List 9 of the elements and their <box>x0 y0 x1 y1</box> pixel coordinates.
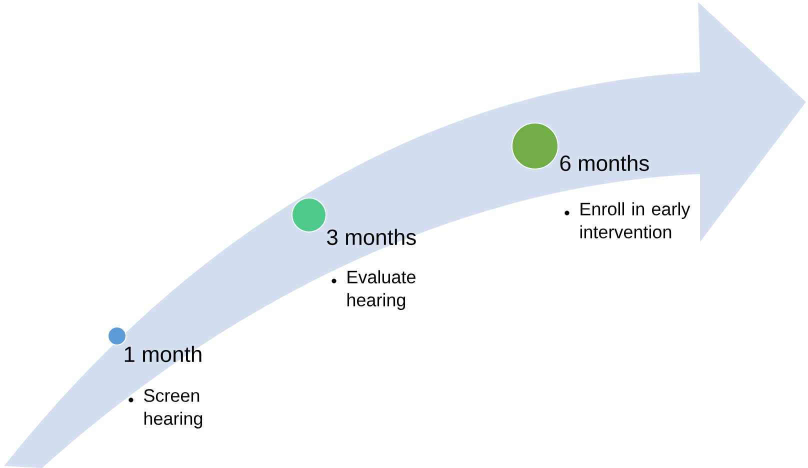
milestone-label: 3 months <box>327 228 416 246</box>
bullet-text: Evaluate hearing <box>332 270 416 310</box>
milestone-dot <box>292 198 326 232</box>
milestone-dot <box>512 122 558 170</box>
milestone-dot <box>108 326 126 346</box>
bullet-text: Enroll in early intervention <box>564 202 690 238</box>
milestone-label: 6 months <box>560 154 649 172</box>
milestone-label: 1 month <box>124 346 202 362</box>
bullet-text: Screen hearing <box>128 389 202 428</box>
